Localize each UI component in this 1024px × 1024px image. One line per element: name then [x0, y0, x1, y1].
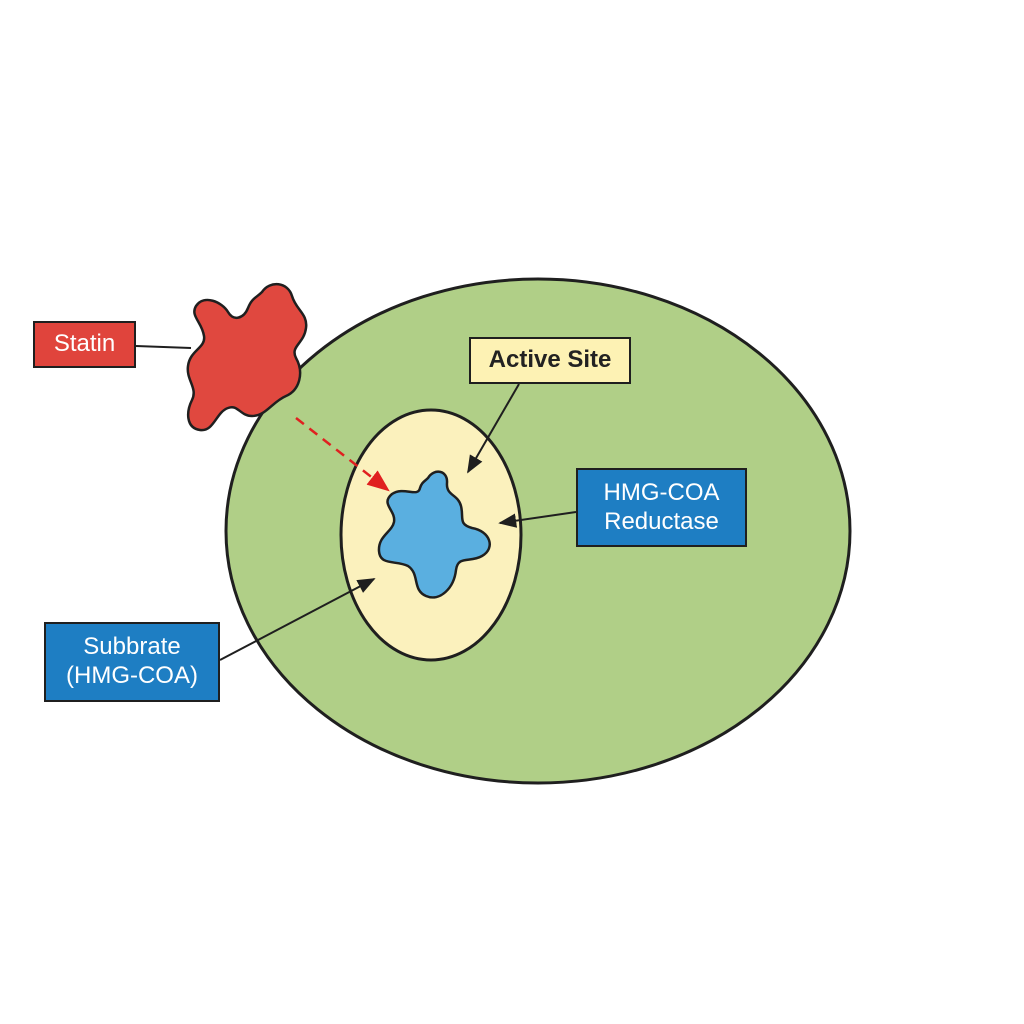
- hmg-coa-reductase-label: HMG-COA Reductase: [576, 468, 747, 547]
- substrate-label-line2: (HMG-COA): [66, 662, 198, 689]
- enzyme-body: [224, 277, 852, 785]
- reductase-arrow: [498, 511, 577, 528]
- substrate-label: Subbrate (HMG-COA): [44, 622, 220, 702]
- active-site-arrow: [467, 383, 520, 474]
- substrate-molecule: [377, 470, 491, 599]
- statin-leader-line: [135, 345, 192, 349]
- statin-label: Statin: [33, 321, 136, 368]
- substrate-label-line1: Subbrate: [83, 633, 181, 661]
- reductase-label-line1: HMG-COA: [603, 478, 720, 506]
- active-site-label-text: Active Site: [488, 346, 612, 374]
- active-site-label: Active Site: [469, 337, 631, 384]
- statin-binding-arrow: [295, 417, 390, 492]
- statin-molecule: [186, 283, 308, 432]
- statin-label-text: Statin: [53, 330, 116, 358]
- reductase-label-line2: Reductase: [604, 507, 719, 535]
- substrate-arrow: [219, 578, 376, 661]
